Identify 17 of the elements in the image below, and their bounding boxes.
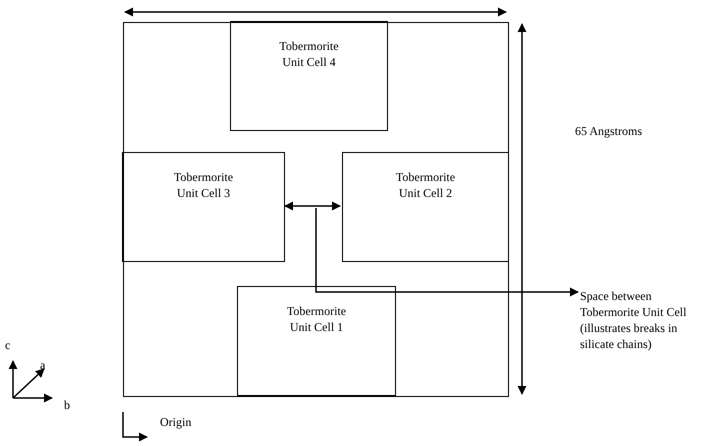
- cell-label: Tobermorite Unit Cell 4: [278, 38, 340, 70]
- unit-cell-box: [230, 21, 388, 131]
- leader-line: [315, 208, 579, 296]
- unit-cell-box: [122, 152, 285, 262]
- origin-label: Origin: [160, 415, 192, 430]
- axis-label: b: [64, 398, 70, 413]
- axis-label: a: [40, 358, 46, 373]
- outer-box: [123, 22, 509, 397]
- dimension-label: 65 Angstroms: [575, 124, 642, 139]
- cell-label: Tobermorite Unit Cell 2: [394, 169, 456, 201]
- unit-cell-box: [342, 152, 509, 262]
- annotation-text: Space between Tobermorite Unit Cell (illustrates breaks in silicate chains): [580, 288, 708, 352]
- axis-label: c: [5, 338, 10, 353]
- arrow: [284, 202, 341, 210]
- unit-cell-box: [237, 286, 396, 396]
- cell-label: Tobermorite Unit Cell 1: [286, 303, 348, 335]
- cell-label: Tobermorite Unit Cell 3: [172, 169, 234, 201]
